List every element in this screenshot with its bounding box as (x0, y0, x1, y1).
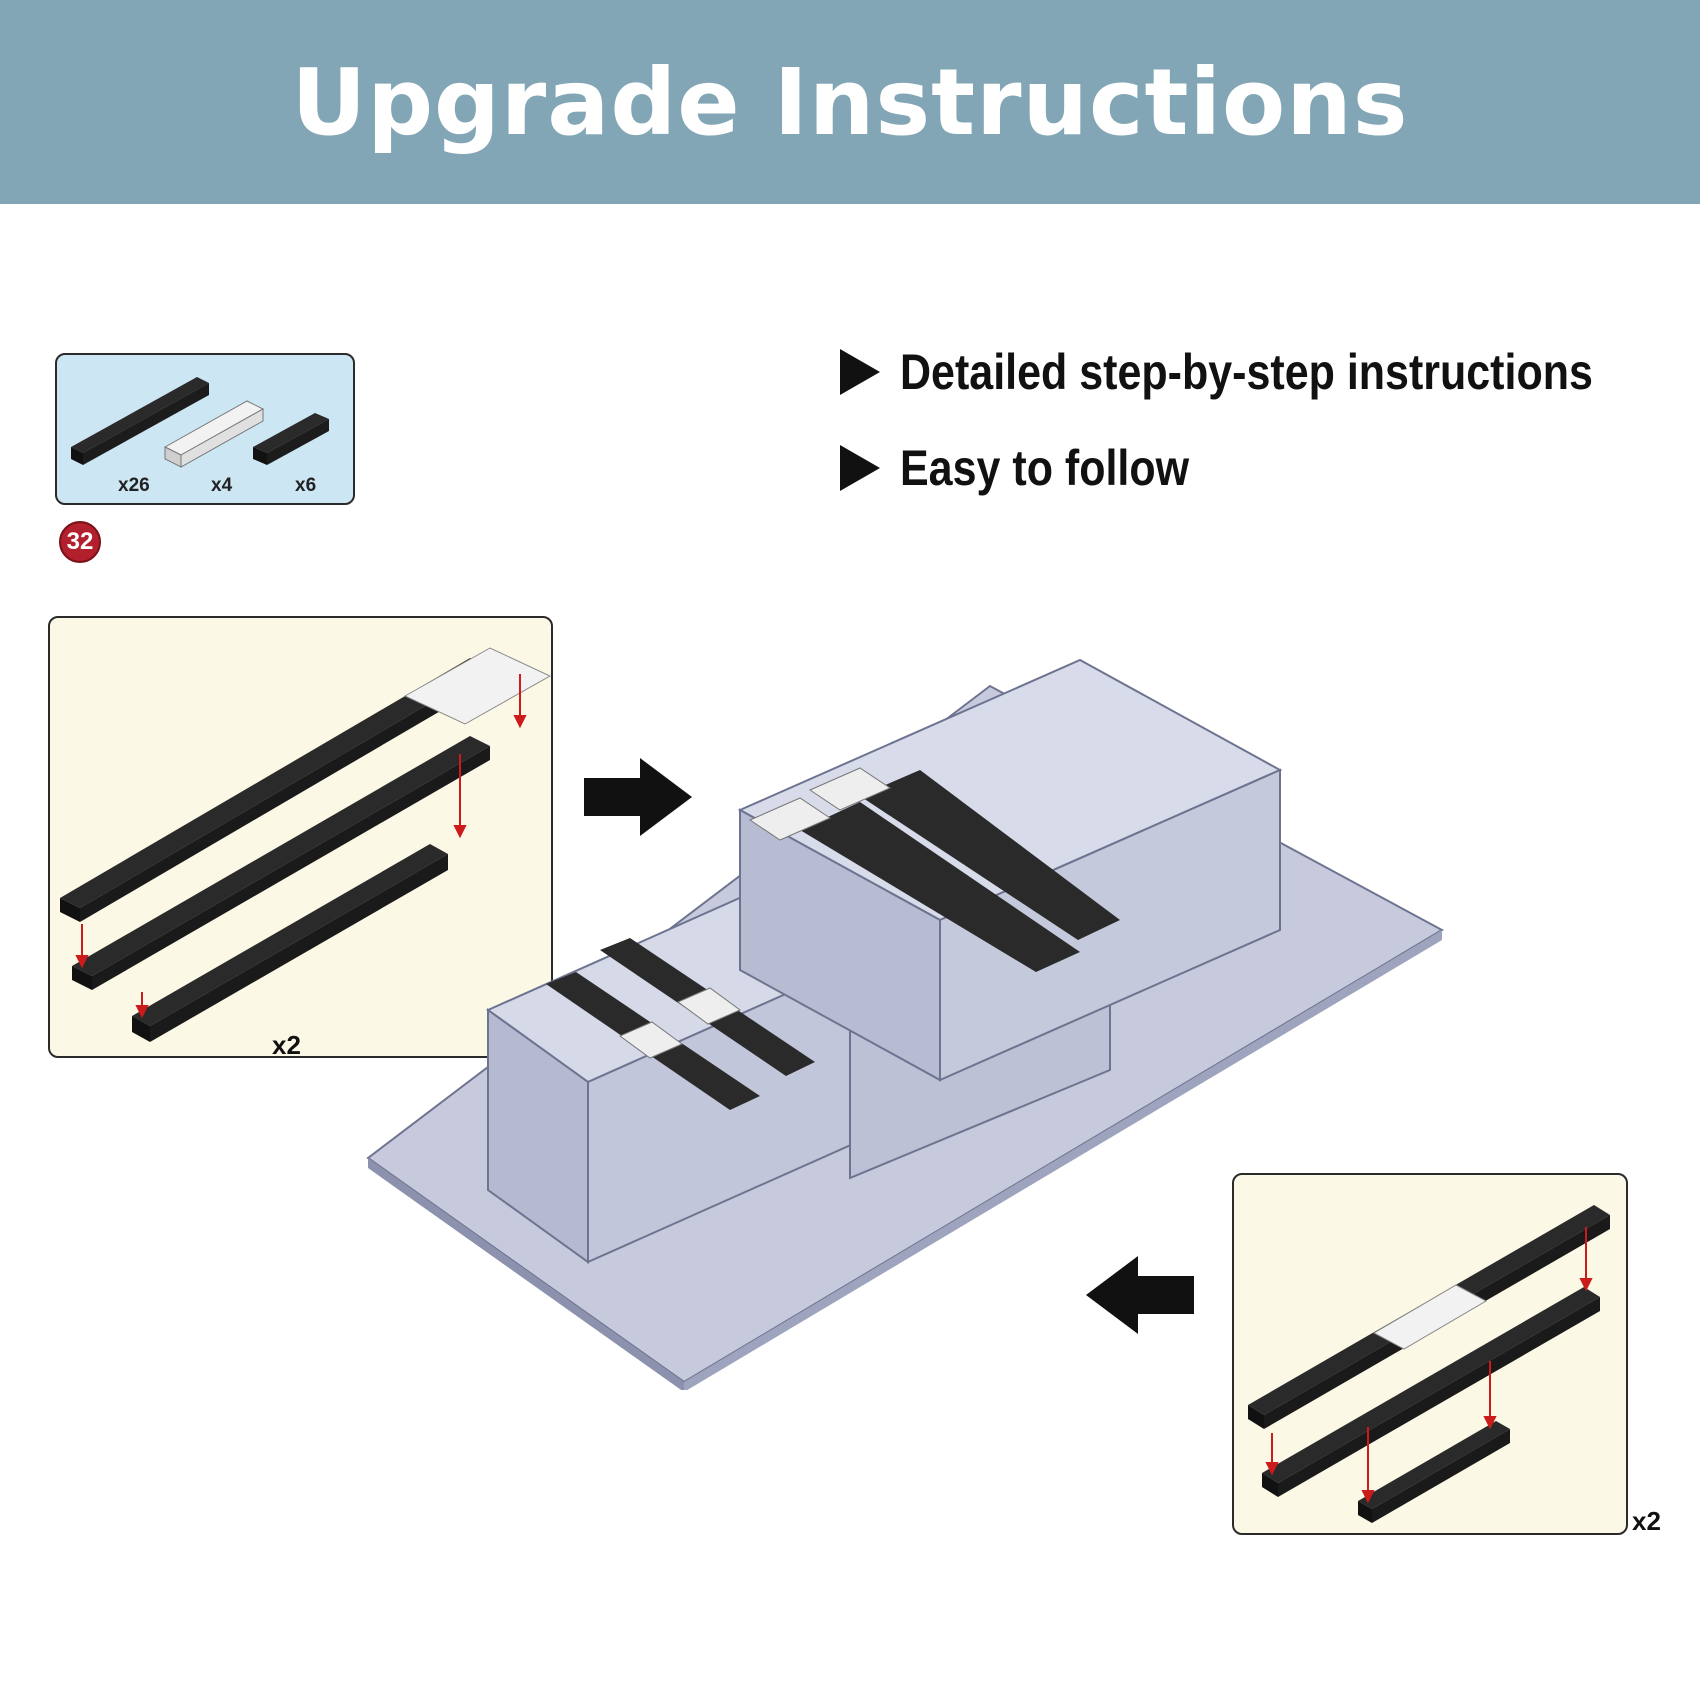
parts-illustration (71, 377, 329, 468)
assembly-inset-right (1232, 1173, 1628, 1535)
triangle-bullet-icon (840, 445, 880, 491)
building-model-illustration (366, 658, 1445, 1390)
page-title: Upgrade Instructions (291, 48, 1409, 156)
arrow-left-icon (1086, 1256, 1194, 1334)
qty-white: x4 (211, 475, 233, 496)
brick-stack-illustration (1248, 1205, 1610, 1523)
parts-list-box: x26 x4 x6 (55, 353, 355, 505)
arrow-right-icon (584, 758, 692, 836)
feature-text: Detailed step-by-step instructions (900, 344, 1593, 400)
dark-long-plate-icon (71, 377, 209, 465)
brick-stack-illustration (60, 647, 552, 1042)
header-banner: Upgrade Instructions (0, 0, 1700, 204)
triangle-bullet-icon (840, 349, 880, 395)
feature-text: Easy to follow (900, 440, 1190, 496)
feature-item: Detailed step-by-step instructions (838, 332, 1700, 412)
left-multiplier: x2 (272, 1030, 301, 1060)
qty-dark-short: x6 (295, 475, 317, 496)
qty-dark-long: x26 (118, 475, 150, 496)
step-number-badge: 32 (59, 521, 101, 563)
right-multiplier: x2 (1632, 1506, 1661, 1536)
dark-short-plate-icon (253, 413, 329, 465)
feature-item: Easy to follow (838, 428, 1700, 508)
white-plate-icon (163, 400, 265, 468)
feature-list: Detailed step-by-step instructions Easy … (838, 332, 1700, 524)
assembly-inset-left: x2 (48, 616, 553, 1060)
